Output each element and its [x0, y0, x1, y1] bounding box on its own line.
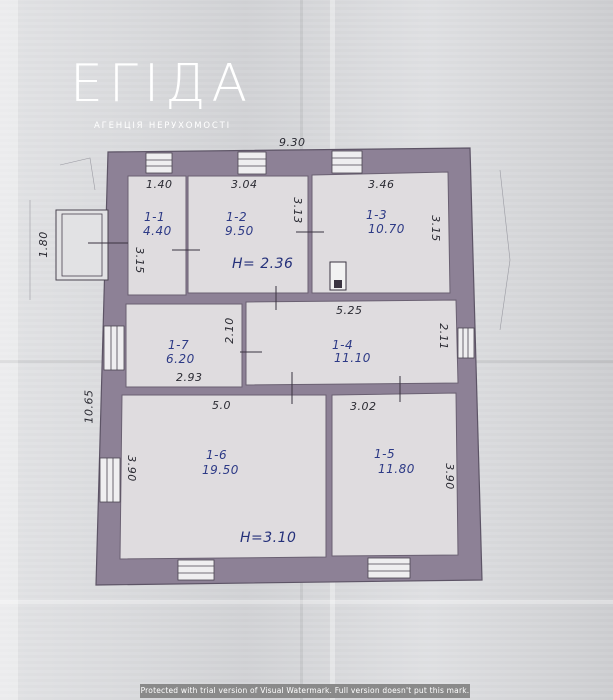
room-1-6-width: 5.0	[212, 399, 231, 412]
ceiling-height-2: H=3.10	[240, 530, 297, 546]
room-1-4-id: 1-4	[332, 338, 354, 352]
room-1-7-id: 1-7	[168, 338, 190, 352]
pencil-marks	[29, 157, 511, 331]
room-1-6-depth: 3.90	[124, 455, 138, 482]
room-1-2-depth: 3.13	[290, 197, 304, 224]
brand-subtitle: АГЕНЦІЯ НЕРУХОМОСТІ	[94, 121, 231, 131]
watermark-notice: Protected with trial version of Visual W…	[140, 684, 470, 698]
room-1-3-depth: 3.15	[428, 215, 442, 242]
room-1-3-id: 1-3	[366, 208, 388, 222]
room-1-6-id: 1-6	[206, 448, 228, 462]
brand-logo: ЕГІДА	[70, 54, 254, 114]
door-marks	[88, 231, 401, 404]
room-1-1-area: 4.40	[143, 224, 172, 238]
room-1-2-id: 1-2	[226, 210, 248, 224]
porch	[55, 209, 109, 281]
room-1-7-depth: 2.10	[222, 317, 236, 344]
room-1-3-area: 10.70	[368, 222, 405, 236]
room-1-4-area: 11.10	[334, 351, 371, 365]
room-1-4-width: 5.25	[336, 304, 363, 317]
ceiling-height-1: H= 2.36	[232, 256, 294, 272]
room-1-2-area: 9.50	[225, 224, 254, 238]
room-1-5-area: 11.80	[378, 462, 415, 476]
room-1-5-id: 1-5	[374, 447, 396, 461]
porch-depth-label: 1.80	[36, 231, 50, 258]
room-1-5-depth: 3.90	[442, 463, 456, 490]
overall-height-label: 10.65	[82, 389, 96, 424]
room-1-4-depth: 2.11	[436, 323, 450, 350]
room-1-6-area: 19.50	[202, 463, 239, 477]
room-1-7-area: 6.20	[166, 352, 195, 366]
room-1-2-width: 3.04	[231, 178, 258, 191]
room-1-4	[245, 299, 459, 386]
overall-width-label: 9.30	[279, 136, 306, 149]
room-1-1-width: 1.40	[146, 178, 173, 191]
room-1-1-id: 1-1	[144, 210, 166, 224]
room-1-2	[187, 175, 309, 294]
room-1-6	[119, 394, 327, 560]
room-1-5	[331, 392, 459, 557]
room-1-1-depth: 3.15	[132, 247, 146, 274]
room-1-3-width: 3.46	[368, 178, 395, 191]
room-1-1	[127, 175, 187, 296]
windows	[99, 150, 475, 581]
stove	[329, 261, 347, 291]
room-1-7-width: 2.93	[176, 371, 203, 384]
room-1-7	[125, 303, 243, 388]
room-1-5-width: 3.02	[350, 400, 377, 413]
